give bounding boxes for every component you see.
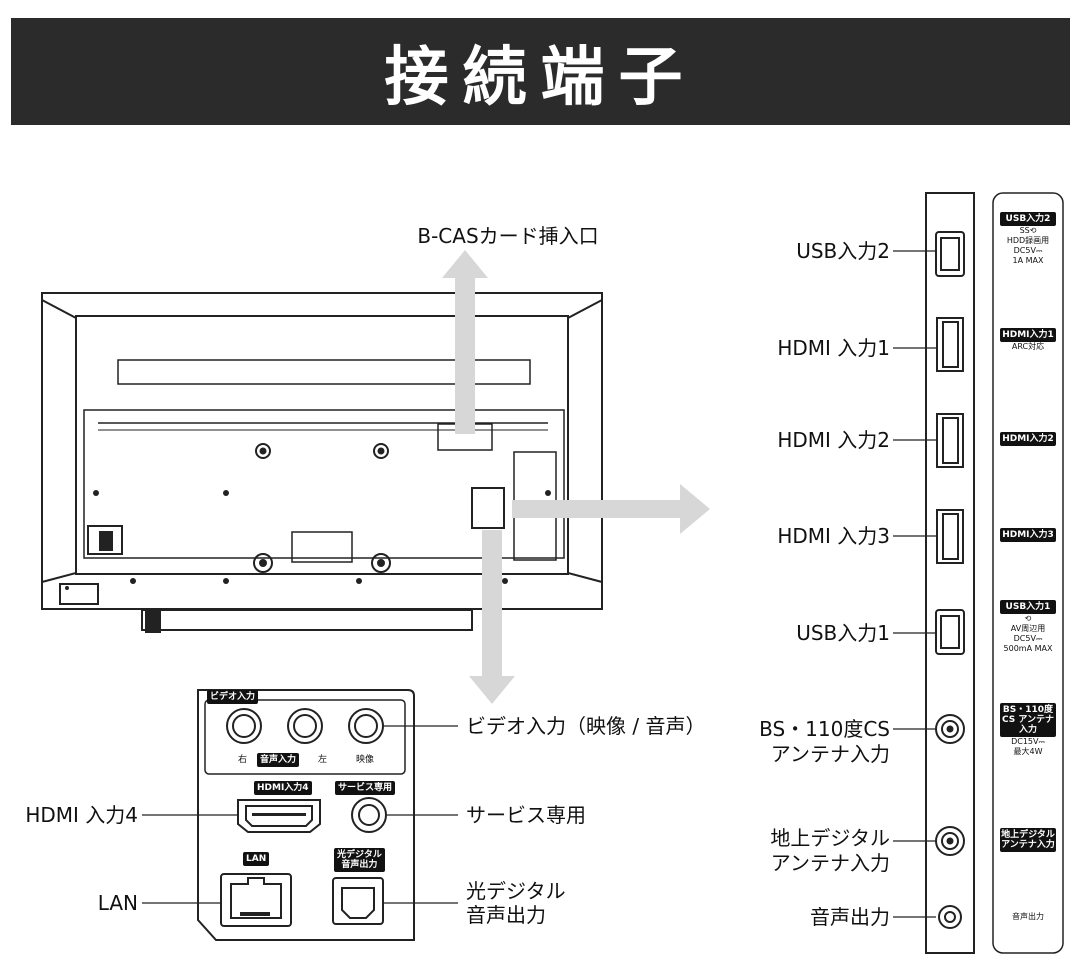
hdmi2-badge: HDMI入力2 xyxy=(1000,432,1056,446)
side-panel xyxy=(925,192,1064,954)
audio-out-badge: 音声出力 xyxy=(1012,912,1044,921)
audio-left-label: 左 xyxy=(318,755,328,765)
hdmi3-label: HDMI 入力3 xyxy=(777,524,890,548)
service-panel-label: サービス専用 xyxy=(335,781,396,795)
usb2-label: USB入力2 xyxy=(796,239,890,263)
bottom-panel-fill xyxy=(240,813,306,916)
title-banner: 接続端子 xyxy=(11,18,1070,125)
tv-dots xyxy=(65,490,551,590)
service-callout: サービス専用 xyxy=(466,803,586,827)
terrestrial-badge: 地上デジタル アンテナ入力 xyxy=(1000,828,1056,852)
terrestrial-label-2: アンテナ入力 xyxy=(770,851,890,875)
optical-panel-label-1: 光デジタル xyxy=(337,850,382,860)
optical-callout-1: 光デジタル xyxy=(466,879,566,903)
audio-out-label: 音声出力 xyxy=(810,905,890,929)
optical-panel-label-2: 音声出力 xyxy=(341,860,378,870)
optical-panel-label: 光デジタル 音声出力 xyxy=(334,848,385,872)
hdmi4-panel-label: HDMI入力4 xyxy=(254,781,312,795)
audio-in-panel-label: 音声入力 xyxy=(257,753,300,767)
tv-back xyxy=(41,292,603,633)
hdmi2-label: HDMI 入力2 xyxy=(777,428,890,452)
usb2-badge: USB入力2 SS⟲ HDD録画用 DC5V⎓ 1A MAX xyxy=(1000,212,1056,266)
hdmi1-label: HDMI 入力1 xyxy=(777,336,890,360)
bs-cs-label-2: アンテナ入力 xyxy=(770,742,890,766)
bcas-card-slot-label: B-CASカード挿入口 xyxy=(417,224,599,248)
bs-cs-badge: BS・110度CS アンテナ入力 DC15V⎓ 最大4W xyxy=(1000,703,1056,756)
video-in-panel-label: ビデオ入力 xyxy=(207,690,259,704)
usb1-label: USB入力1 xyxy=(796,621,890,645)
optical-callout-2: 音声出力 xyxy=(466,903,546,927)
arrows xyxy=(442,250,710,704)
hdmi1-badge: HDMI入力1 ARC対応 xyxy=(1000,328,1056,352)
lan-panel-label: LAN xyxy=(243,852,270,866)
bottom-leaders xyxy=(142,725,458,904)
bs-cs-label-1: BS・110度CS xyxy=(759,717,890,741)
page-title: 接続端子 xyxy=(384,40,697,115)
terrestrial-label-1: 地上デジタル xyxy=(770,826,890,850)
bottom-panel xyxy=(197,689,415,941)
video-in-callout: ビデオ入力（映像 / 音声） xyxy=(466,714,706,738)
video-label: 映像 xyxy=(356,755,375,765)
lan-callout: LAN xyxy=(97,891,138,915)
hdmi3-badge: HDMI入力3 xyxy=(1000,528,1056,542)
hdmi4-callout: HDMI 入力4 xyxy=(25,803,138,827)
audio-right-label: 右 xyxy=(238,755,248,765)
right-leaders xyxy=(893,250,936,918)
tv-screws xyxy=(253,443,391,573)
side-ports xyxy=(935,231,965,929)
usb1-badge: USB入力1 ⟲ AV周辺用 DC5V⎓ 500mA MAX xyxy=(1000,600,1056,654)
